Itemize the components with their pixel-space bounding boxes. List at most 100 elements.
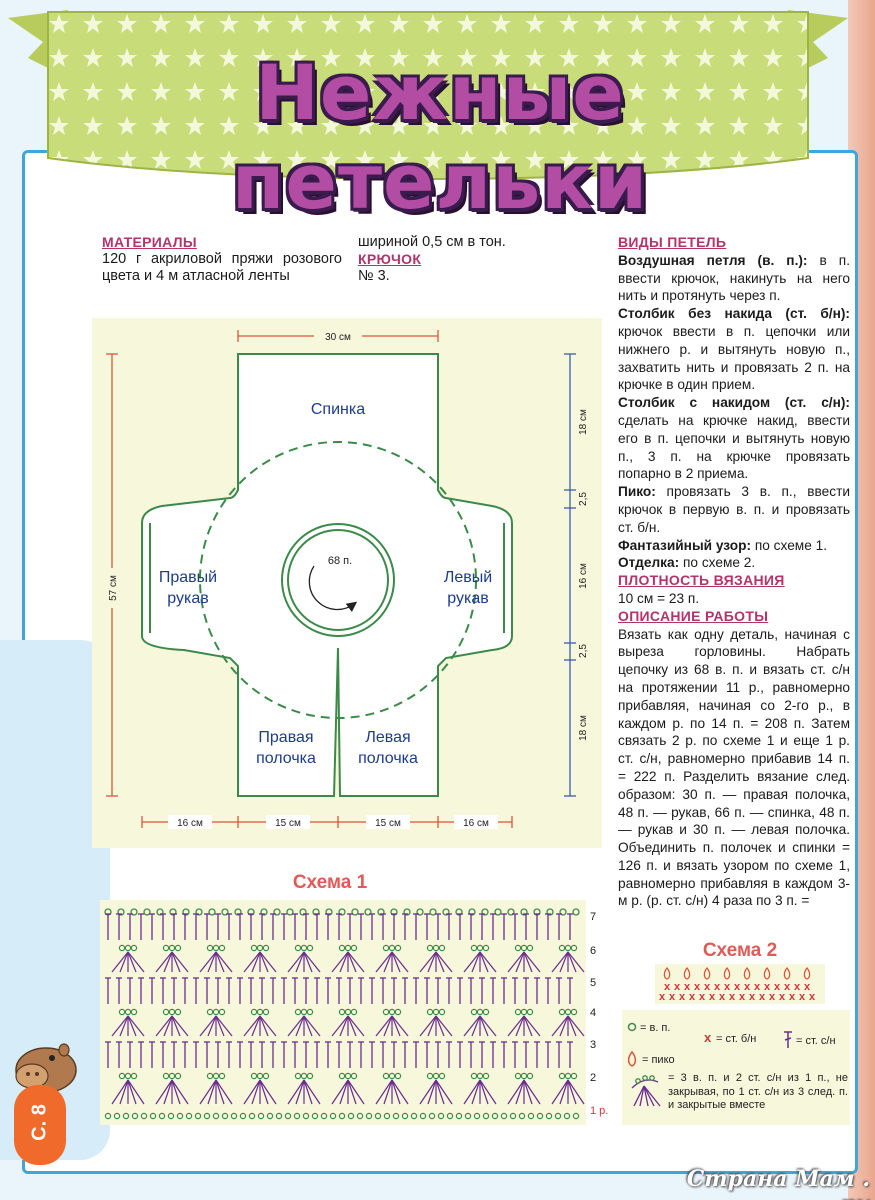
picot-icon	[763, 966, 771, 980]
cluster-icon	[295, 1015, 305, 1037]
cluster-icon	[435, 1015, 445, 1037]
dim-height: 57 см	[108, 575, 119, 601]
cluster-icon	[347, 1079, 357, 1105]
ch-term: Воздушная петля (в. п.):	[618, 252, 808, 268]
cluster-icon	[435, 951, 445, 973]
cluster-icon	[435, 1079, 445, 1105]
cluster-icon	[375, 1015, 393, 1037]
page-number: С. 8	[28, 1104, 51, 1141]
cluster-icon	[463, 951, 481, 973]
cluster-icon	[567, 1015, 577, 1037]
chain-stitch-icon	[185, 1112, 193, 1120]
cluster-icon	[331, 1015, 349, 1037]
right-front-label-2: полочка	[256, 750, 316, 767]
cluster-icon	[523, 951, 533, 973]
cluster-icon	[515, 1015, 525, 1037]
gauge-heading: ПЛОТНОСТЬ ВЯЗАНИЯ	[618, 572, 785, 589]
chain-stitch-icon	[250, 944, 258, 952]
cluster-icon	[523, 951, 541, 973]
chain-stitch-icon	[212, 1072, 220, 1080]
garment-diagram: Спинка Правый рукав Левый рукав Правая п…	[105, 329, 589, 829]
chain-stitch-icon	[300, 944, 308, 952]
picot-icon	[803, 966, 811, 980]
cluster-icon	[479, 951, 497, 973]
cluster-icon	[287, 1015, 305, 1037]
chain-stitch-icon	[131, 1112, 139, 1120]
cluster-icon	[111, 1079, 129, 1105]
single-crochet-icon: x	[794, 981, 801, 993]
chain-stitch-icon	[403, 908, 411, 916]
chain-stitch-icon	[256, 1008, 264, 1016]
chain-stitch-icon	[470, 1008, 478, 1016]
chain-stitch-icon	[410, 1112, 418, 1120]
dim-right-1: 18 см	[578, 409, 589, 435]
chain-stitch-icon	[194, 1112, 202, 1120]
cluster-icon	[127, 951, 137, 973]
legend-box: = в. п. x = ст. б/н = ст. с/н = пико = 3…	[622, 1010, 850, 1125]
cluster-icon	[127, 1015, 145, 1037]
scheme1-row-2: 2	[590, 1072, 596, 1084]
chain-stitch-icon	[394, 944, 402, 952]
cluster-icon	[215, 1015, 225, 1037]
fancy-text: по схеме 1.	[751, 537, 828, 553]
cluster-icon	[567, 951, 577, 973]
cluster-icon	[427, 951, 437, 973]
cluster-icon	[127, 1079, 145, 1105]
cluster-icon	[243, 1015, 261, 1037]
single-crochet-icon: x	[679, 991, 686, 1003]
cluster-icon	[303, 1015, 321, 1037]
page-title: Нежные петельки	[231, 48, 649, 226]
chain-stitch-icon	[564, 944, 572, 952]
chain-stitch-icon	[514, 1072, 522, 1080]
chain-stitch-icon	[273, 908, 281, 916]
chain-stitch-icon	[470, 944, 478, 952]
chain-stitch-icon	[394, 1008, 402, 1016]
chain-stitch-icon	[158, 1112, 166, 1120]
right-sleeve-label-1: Правый	[159, 569, 217, 586]
cluster-icon	[163, 1015, 173, 1037]
chain-stitch-icon	[169, 908, 177, 916]
chain-stitch-icon	[473, 1112, 481, 1120]
chain-stitch-icon	[262, 944, 270, 952]
chain-stitch-icon	[388, 1072, 396, 1080]
cluster-icon	[435, 1015, 453, 1037]
chain-stitch-icon	[239, 1112, 247, 1120]
hook-heading: КРЮЧОК	[358, 251, 422, 267]
single-crochet-icon: x	[799, 991, 806, 1003]
cluster-icon	[303, 1079, 321, 1105]
chain-stitch-icon	[570, 1008, 578, 1016]
hook-block: шириной 0,5 см в тон. КРЮЧОК № 3.	[358, 234, 528, 285]
fancy-term: Фантазийный узор:	[618, 537, 752, 553]
chain-stitch-icon	[432, 1072, 440, 1080]
chain-stitch-icon	[325, 908, 333, 916]
chain-stitch-icon	[437, 1112, 445, 1120]
chain-stitch-icon	[118, 944, 126, 952]
legend-cluster: = 3 в. п. и 2 ст. с/н из 1 п., не закрыв…	[668, 1072, 848, 1111]
scheme1-chart: 7 6 5 4 3 2 1 р.	[100, 900, 608, 1125]
dc-text: сделать на крючке накид, ввести его в п.…	[618, 412, 850, 482]
cluster-icon	[559, 951, 569, 973]
chain-stitch-icon	[394, 1072, 402, 1080]
cluster-icon	[479, 1079, 489, 1105]
chain-stitch-icon	[455, 908, 463, 916]
cluster-icon	[171, 951, 181, 973]
cluster-icon	[383, 1015, 393, 1037]
chain-stitch-icon	[476, 1008, 484, 1016]
chain-stitch-icon	[392, 1112, 400, 1120]
picot-icon	[703, 966, 711, 980]
cluster-icon	[375, 951, 393, 973]
cluster-icon	[391, 951, 409, 973]
cluster-icon	[127, 1079, 137, 1105]
cluster-icon	[427, 1015, 437, 1037]
picot-icon	[627, 1050, 637, 1067]
cluster-icon	[155, 1015, 173, 1037]
chain-stitch-icon	[206, 944, 214, 952]
finish-term: Отделка:	[618, 555, 680, 571]
single-crochet-icon: x	[734, 981, 741, 993]
cluster-icon	[419, 1079, 437, 1105]
chain-stitch-icon	[419, 1112, 427, 1120]
finish-text: по схеме 2.	[679, 555, 756, 571]
chain-stitch-icon	[482, 1008, 490, 1016]
chain-stitch-icon	[438, 1008, 446, 1016]
chain-stitch-icon	[520, 908, 528, 916]
